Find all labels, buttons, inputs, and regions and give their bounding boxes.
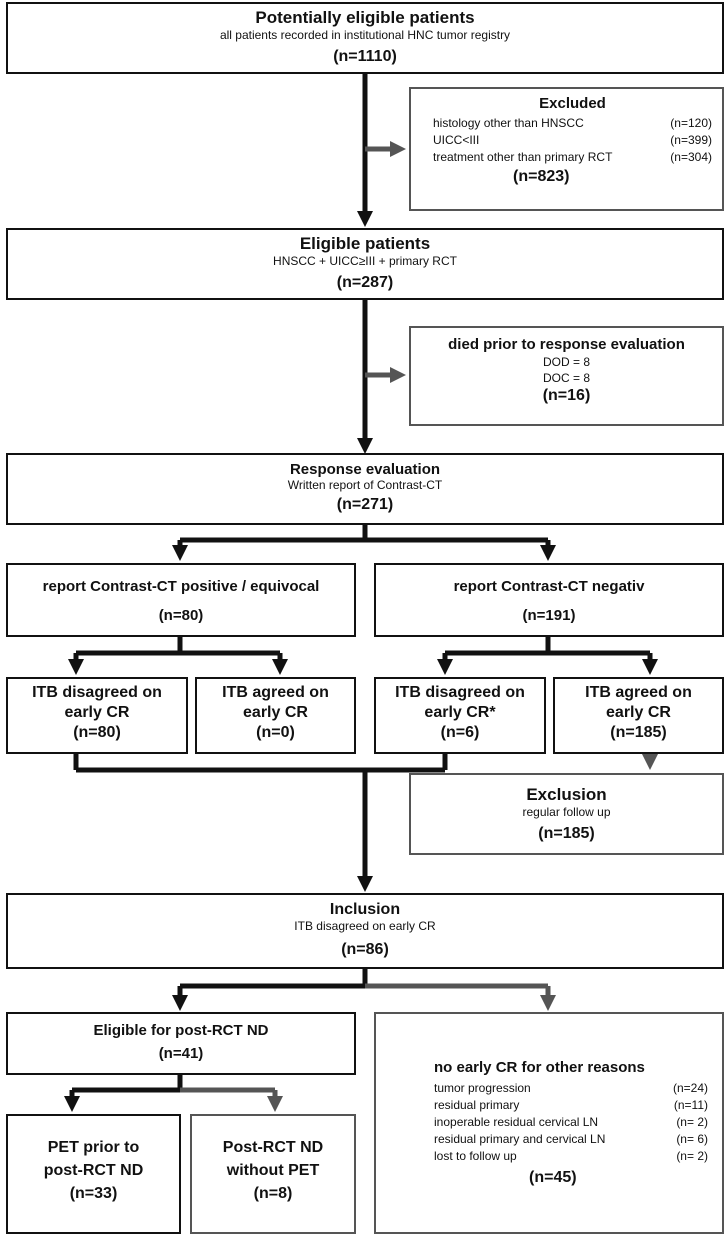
item-label: inoperable residual cervical LN xyxy=(434,1115,599,1129)
box-line: Post-RCT ND xyxy=(222,1139,324,1156)
list-item: lost to follow up (n= 2) xyxy=(434,1148,708,1165)
box-title: Eligible patients xyxy=(299,234,431,253)
box-itb-disagreed-neg: ITB disagreed on early CR* (n=6) xyxy=(374,677,546,754)
item-count: (n=24) xyxy=(672,1081,708,1095)
box-title: died prior to response evaluation xyxy=(448,336,685,353)
box-subtitle: ITB disagreed on early CR xyxy=(294,919,436,933)
item-label: residual primary xyxy=(434,1098,520,1112)
box-itb-agreed-pos: ITB agreed on early CR (n=0) xyxy=(195,677,356,754)
item-count: (n=120) xyxy=(670,116,712,130)
box-line: ITB disagreed on xyxy=(32,684,162,701)
box-itb-disagreed-pos: ITB disagreed on early CR (n=80) xyxy=(6,677,188,754)
box-line: DOD = 8 xyxy=(542,355,590,369)
list-item: residual primary (n=11) xyxy=(434,1097,708,1114)
box-potentially-eligible: Potentially eligible patients all patien… xyxy=(6,2,724,74)
box-line: without PET xyxy=(226,1162,320,1179)
box-count: (n=80) xyxy=(73,724,121,741)
box-title: Exclusion xyxy=(526,785,607,804)
box-count: (n=185) xyxy=(610,724,667,741)
box-title: report Contrast-CT negativ xyxy=(453,578,645,595)
box-count: (n=0) xyxy=(256,724,295,741)
box-ct-negative: report Contrast-CT negativ (n=191) xyxy=(374,563,724,637)
box-ct-positive: report Contrast-CT positive / equivocal … xyxy=(6,563,356,637)
box-count: (n=80) xyxy=(158,607,204,624)
box-line: early CR xyxy=(243,704,308,721)
box-count: (n=6) xyxy=(440,724,480,741)
box-count: (n=191) xyxy=(522,607,576,624)
box-title: Eligible for post-RCT ND xyxy=(93,1022,269,1039)
item-count: (n=11) xyxy=(673,1098,708,1112)
box-line: early CR xyxy=(64,704,130,721)
box-title: no early CR for other reasons xyxy=(434,1059,645,1076)
box-no-early-cr: no early CR for other reasons tumor prog… xyxy=(374,1012,724,1234)
box-count: (n=33) xyxy=(69,1185,118,1202)
box-title: Inclusion xyxy=(329,901,401,918)
item-count: (n= 2) xyxy=(676,1115,708,1129)
box-line: ITB agreed on xyxy=(222,684,329,701)
list-item: UICC<III (n=399) xyxy=(433,132,712,149)
box-count: (n=271) xyxy=(336,496,394,513)
box-excluded: Excluded histology other than HNSCC (n=12… xyxy=(409,87,724,211)
box-line: post-RCT ND xyxy=(43,1162,144,1179)
list-item: residual primary and cervical LN (n= 6) xyxy=(434,1131,708,1148)
list-item: inoperable residual cervical LN (n= 2) xyxy=(434,1114,708,1131)
box-subtitle: regular follow up xyxy=(522,805,611,819)
box-line: early CR xyxy=(606,704,671,721)
box-count: (n=823) xyxy=(513,168,570,185)
box-exclusion-follow-up: Exclusion regular follow up (n=185) xyxy=(409,773,724,855)
box-subtitle: HNSCC + UICC≥III + primary RCT xyxy=(273,254,457,268)
box-line: ITB disagreed on xyxy=(395,684,525,701)
box-subtitle: Written report of Contrast-CT xyxy=(287,478,443,492)
box-count: (n=185) xyxy=(538,825,595,842)
box-line: early CR* xyxy=(424,704,496,721)
box-count: (n=1110) xyxy=(333,48,397,65)
item-label: tumor progression xyxy=(434,1081,531,1095)
item-count: (n= 2) xyxy=(676,1149,708,1163)
box-count: (n=45) xyxy=(529,1169,577,1186)
list-item: treatment other than primary RCT (n=304) xyxy=(433,149,712,166)
box-pet-prior: PET prior to post-RCT ND (n=33) xyxy=(6,1114,181,1234)
item-label: residual primary and cervical LN xyxy=(434,1132,606,1146)
box-itb-agreed-neg: ITB agreed on early CR (n=185) xyxy=(553,677,724,754)
box-count: (n=8) xyxy=(253,1185,293,1202)
box-eligible-patients: Eligible patients HNSCC + UICC≥III + pri… xyxy=(6,228,724,300)
box-title: Excluded xyxy=(539,95,606,112)
box-died-prior: died prior to response evaluation DOD = … xyxy=(409,326,724,426)
box-count: (n=16) xyxy=(542,387,591,404)
list-item: histology other than HNSCC (n=120) xyxy=(433,115,712,132)
box-line: DOC = 8 xyxy=(542,371,590,385)
box-count: (n=41) xyxy=(158,1045,204,1062)
box-subtitle: all patients recorded in institutional H… xyxy=(219,28,511,42)
box-response-evaluation: Response evaluation Written report of Co… xyxy=(6,453,724,525)
item-label: histology other than HNSCC xyxy=(433,116,584,130)
box-title: report Contrast-CT positive / equivocal xyxy=(42,578,320,595)
box-title: Response evaluation xyxy=(289,461,441,478)
box-title: Potentially eligible patients xyxy=(255,8,475,27)
item-count: (n=399) xyxy=(670,133,712,147)
box-eligible-post-rct-nd: Eligible for post-RCT ND (n=41) xyxy=(6,1012,356,1075)
item-label: treatment other than primary RCT xyxy=(433,150,613,164)
box-line: PET prior to xyxy=(47,1139,140,1156)
item-count: (n=304) xyxy=(670,150,712,164)
box-line: ITB agreed on xyxy=(585,684,692,701)
box-count: (n=287) xyxy=(336,274,394,291)
box-post-rct-nd-without-pet: Post-RCT ND without PET (n=8) xyxy=(190,1114,356,1234)
item-label: lost to follow up xyxy=(434,1149,517,1163)
box-count: (n=86) xyxy=(341,941,389,958)
item-count: (n= 6) xyxy=(676,1132,708,1146)
item-label: UICC<III xyxy=(433,133,480,147)
list-item: tumor progression (n=24) xyxy=(434,1080,708,1097)
box-inclusion: Inclusion ITB disagreed on early CR (n=8… xyxy=(6,893,724,969)
